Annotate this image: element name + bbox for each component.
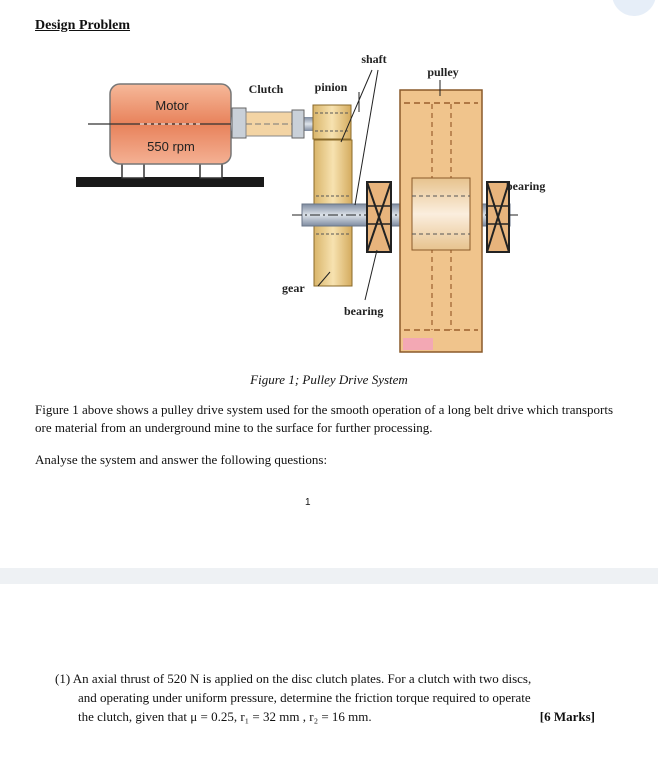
question-1-line-1: (1) An axial thrust of 520 N is applied … xyxy=(55,671,532,686)
bearing-left xyxy=(366,181,392,253)
gear-label: gear xyxy=(282,281,305,295)
question-1: (1) An axial thrust of 520 N is applied … xyxy=(55,669,595,726)
instructions-paragraph: Analyse the system and answer the follow… xyxy=(35,452,328,467)
figure-caption: Figure 1; Pulley Drive System xyxy=(250,372,408,387)
pinion xyxy=(312,104,352,140)
intro-paragraph: Figure 1 above shows a pulley drive syst… xyxy=(35,402,614,435)
clutch-disc-right xyxy=(291,109,305,139)
motor-label: Motor xyxy=(155,98,189,113)
motor-rpm-label: 550 rpm xyxy=(147,139,195,154)
page-1: Design Problem xyxy=(35,0,656,508)
page-2: (1) An axial thrust of 520 N is applied … xyxy=(0,584,658,757)
page-heading: Design Problem xyxy=(35,18,131,33)
shaft-label: shaft xyxy=(361,52,386,66)
question-1-line-3-wrap: [6 Marks] the clutch, given that μ = 0.2… xyxy=(55,707,595,726)
bearing-right xyxy=(486,181,510,253)
page-number: 1 xyxy=(305,497,311,508)
question-1-marks: [6 Marks] xyxy=(539,709,595,724)
motor-base-plate xyxy=(76,177,264,187)
page-separator xyxy=(0,568,658,584)
clutch-disc-left xyxy=(231,107,247,139)
question-1-line-2: and operating under uniform pressure, de… xyxy=(78,690,531,705)
pulley-drive-diagram: Motor 550 rpm xyxy=(76,52,545,353)
pulley-label: pulley xyxy=(427,65,458,79)
clutch-label: Clutch xyxy=(249,82,284,96)
pinion-label: pinion xyxy=(315,80,348,94)
corner-decoration xyxy=(612,0,656,16)
bearing-right-label: bearing xyxy=(506,179,545,193)
question-1-line-3: the clutch, given that μ = 0.25, r₁ = 32… xyxy=(78,709,372,724)
bearing-bottom-label: bearing xyxy=(344,304,383,318)
pulley-hub xyxy=(411,177,471,251)
